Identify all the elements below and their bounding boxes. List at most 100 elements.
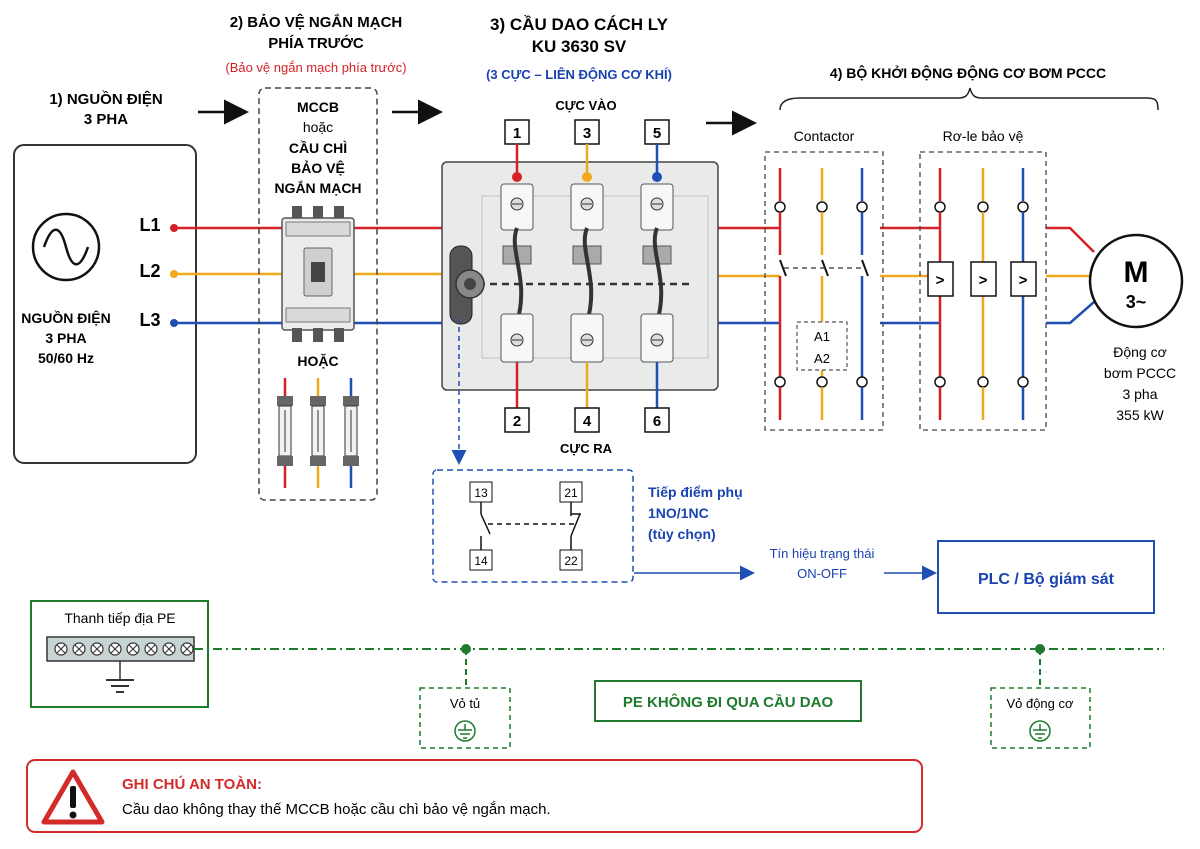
contactor-coil: A1 A2 [796,321,848,371]
source-box-line2: 3 PHA [45,330,86,346]
phase-label-L3: L3 [139,310,160,330]
aux-contacts-section: 13 21 14 22 Tiếp điểm phụ [432,469,1155,614]
nc-contact-symbol [570,502,581,550]
relay-element-L3: > [1010,261,1037,297]
relay-element-L1: > [927,261,954,297]
relay-label: Rơ-le bảo vệ [943,128,1024,144]
phase-label-L2: L2 [139,261,160,281]
source-section: 1) NGUỒN ĐIỆN 3 PHA NGUỒN ĐIỆN 3 PHA 50/… [13,90,197,464]
protection-subheader: (Bảo vệ ngắn mạch phía trước) [225,60,406,75]
motor-symbol: M [1124,256,1149,289]
svg-text:1: 1 [513,125,521,142]
motor-line2: bơm PCCC [1104,365,1176,381]
pe-bar-label: Thanh tiếp địa PE [64,610,175,626]
fuse-or-label: HOẶC [297,353,338,369]
fuse-L1 [277,396,293,466]
mccb-line5: NGẮN MẠCH [274,179,361,196]
plc-box [937,540,1155,614]
safety-title: GHI CHÚ AN TOÀN: [122,775,262,793]
isolator-out-label: CỰC RA [560,441,613,456]
fuse-set [277,378,359,488]
isolator-header-line1: 3) CẦU DAO CÁCH LY [490,15,669,34]
svg-text:6: 6 [653,413,661,430]
starter-brace [779,87,1159,111]
isolator-handle[interactable] [449,245,485,325]
relay-frame [919,151,1047,431]
safety-box [26,759,923,833]
coil-a1-label: A1 [814,329,830,344]
terminal-1: 1 [504,119,530,145]
terminal-3: 3 [574,119,600,145]
svg-text:14: 14 [474,554,488,568]
aux-terminal-14: 14 [469,549,493,571]
signal-label-line1: Tín hiệu trạng thái [770,546,875,561]
svg-text:21: 21 [564,486,578,500]
isolator-pole-1 [500,183,534,363]
ground-icon [106,661,134,693]
earthing-section: Thanh tiếp địa PE [30,600,1164,749]
isolator-pole-3 [640,183,674,363]
motor-line1: Động cơ [1113,344,1167,360]
wire-L3 [170,301,1095,327]
svg-text:3: 3 [583,125,591,142]
terminal-2: 2 [504,407,530,433]
svg-text:>: > [979,272,988,289]
motor-earth-label: Vỏ động cơ [1006,696,1074,711]
svg-text:5: 5 [653,125,661,142]
motor-line3: 3 pha [1122,386,1157,402]
terminal-6: 6 [644,407,670,433]
pe-note: PE KHÔNG ĐI QUA CẦU DAO [623,693,834,711]
motor-section: M 3~ Động cơ bơm PCCC 3 pha 355 kW [1088,233,1184,423]
source-box [13,144,197,464]
relay-poles [934,168,1029,420]
motor-line4: 355 kW [1116,407,1164,423]
pe-busbar [46,636,195,662]
mccb-line1: MCCB [297,99,339,115]
earth-symbol-icon [454,720,476,742]
source-box-line1: NGUỒN ĐIỆN [21,309,110,326]
mccb-breaker [281,206,355,342]
svg-text:>: > [1019,272,1028,289]
isolator-pole-2 [570,183,604,363]
starter-header: 4) BỘ KHỞI ĐỘNG ĐỘNG CƠ BƠM PCCC [830,64,1106,81]
phase-wires [170,224,1095,327]
warning-icon [41,769,105,825]
svg-text:4: 4 [583,413,592,430]
mccb-line3: CẦU CHÌ [289,140,347,156]
aux-dashed-frame [432,469,634,583]
motor-icon [1088,233,1184,329]
svg-text:13: 13 [474,486,488,500]
terminal-5: 5 [644,119,670,145]
protection-section: 2) BẢO VỆ NGẮN MẠCH PHÍA TRƯỚC (Bảo vệ n… [225,13,407,501]
isolator-header-line2: KU 3630 SV [532,37,627,56]
ac-sine-icon [31,212,101,282]
source-box-line3: 50/60 Hz [38,350,94,366]
svg-text:>: > [936,272,945,289]
svg-text:2: 2 [513,413,521,430]
mccb-line4: BẢO VỆ [291,159,345,176]
aux-label-line1: Tiếp điểm phụ [648,484,743,500]
protection-dashed-frame [258,87,378,501]
phase-label-L1: L1 [139,215,160,235]
coil-a2-label: A2 [814,351,830,366]
mccb-line2: hoặc [303,119,333,135]
cabinet-earth-label: Vỏ tủ [450,696,480,711]
earth-symbol-icon [1029,720,1051,742]
motor-phase: 3~ [1126,292,1147,312]
fuse-L3 [343,396,359,466]
protection-header-line1: 2) BẢO VỆ NGẮN MẠCH [230,13,403,31]
terminal-4: 4 [574,407,600,433]
aux-label-line3: (tùy chọn) [648,526,716,542]
aux-terminal-21: 21 [559,481,583,503]
contactor-label: Contactor [794,128,855,144]
aux-terminal-13: 13 [469,481,493,503]
source-header-line2: 3 PHA [84,111,128,128]
safety-text: Cầu dao không thay thế MCCB hoặc cầu chì… [122,801,551,818]
svg-text:22: 22 [564,554,578,568]
aux-label-line2: 1NO/1NC [648,505,709,521]
wire-L1 [170,224,1095,253]
contactor-poles [774,168,869,420]
relay-element-L2: > [970,261,997,297]
fuse-L2 [310,396,326,466]
